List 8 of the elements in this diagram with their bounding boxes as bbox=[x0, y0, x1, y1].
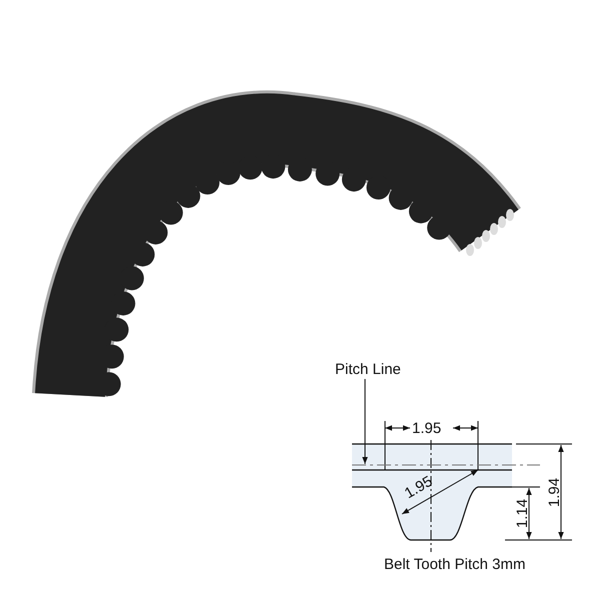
dimension-value: 1.94 bbox=[547, 478, 562, 508]
part-label: Pitch Line bbox=[335, 362, 401, 377]
caption-text: Belt Tooth Pitch 3mm bbox=[384, 557, 526, 572]
dimension-value: 1.95 bbox=[402, 474, 435, 502]
pitch-line bbox=[352, 464, 540, 466]
dimension-value: 1.95 bbox=[412, 421, 442, 436]
leader-line bbox=[362, 378, 368, 464]
dimension-value: 1.14 bbox=[515, 498, 530, 528]
